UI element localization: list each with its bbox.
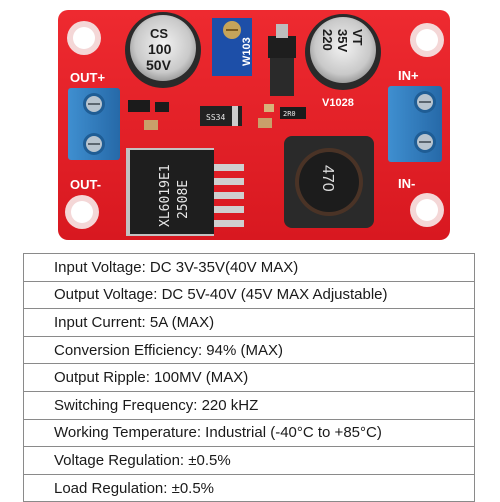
- table-row: Output Voltage: DC 5V-40V (45V MAX Adjus…: [23, 280, 475, 310]
- svg-text:470: 470: [319, 165, 336, 192]
- svg-text:W103: W103: [241, 37, 253, 66]
- table-row: Voltage Regulation: ±0.5%: [23, 446, 475, 475]
- svg-text:SS34: SS34: [206, 113, 225, 122]
- in-plus-label: IN+: [398, 68, 419, 83]
- resistor: 2R0: [280, 107, 306, 119]
- svg-text:CS: CS: [150, 26, 168, 41]
- inductor: 470: [284, 136, 374, 228]
- smd-resistor: [128, 100, 150, 112]
- diode: SS34: [200, 106, 242, 126]
- table-row: Conversion Efficiency: 94% (MAX): [23, 335, 475, 365]
- pcb-board-illustration: CS 100 50V VT 35V 220 W103 SS34 2R0: [58, 10, 450, 240]
- smd-capacitor: [144, 120, 158, 130]
- table-row: Input Voltage: DC 3V-35V(40V MAX): [23, 253, 475, 282]
- svg-text:50V: 50V: [146, 57, 172, 73]
- mounting-hole: [410, 193, 444, 227]
- capacitor-left: CS 100 50V: [125, 12, 201, 88]
- spec-input-current: Input Current: 5A (MAX): [23, 308, 475, 337]
- mounting-hole: [410, 23, 444, 57]
- spec-voltage-regulation: Voltage Regulation: ±0.5%: [23, 446, 475, 475]
- out-plus-label: OUT+: [70, 70, 105, 85]
- spec-output-voltage: Output Voltage: DC 5V-40V (45V MAX Adjus…: [23, 280, 475, 310]
- spec-input-voltage: Input Voltage: DC 3V-35V(40V MAX): [23, 253, 475, 282]
- table-row: Load Regulation: ±0.5%: [23, 473, 475, 502]
- table-row: Input Current: 5A (MAX): [23, 308, 475, 337]
- smd-resistor: [155, 102, 169, 112]
- svg-text:35V: 35V: [335, 29, 350, 52]
- spec-switching-frequency: Switching Frequency: 220 kHZ: [23, 390, 475, 420]
- table-row: Working Temperature: Industrial (-40°C t…: [23, 418, 475, 448]
- svg-text:2508E: 2508E: [176, 180, 191, 219]
- spec-output-ripple: Output Ripple: 100MV (MAX): [23, 363, 475, 392]
- svg-text:220: 220: [320, 29, 335, 51]
- svg-text:2R0: 2R0: [283, 110, 296, 118]
- smd-capacitor: [264, 104, 274, 112]
- svg-text:VT: VT: [350, 29, 365, 46]
- terminal-block-right: [388, 86, 442, 162]
- capacitor-right: VT 35V 220: [305, 14, 381, 90]
- spec-load-regulation: Load Regulation: ±0.5%: [23, 473, 475, 502]
- smd-capacitor: [258, 118, 272, 128]
- spec-conversion-efficiency: Conversion Efficiency: 94% (MAX): [23, 335, 475, 365]
- mounting-hole: [67, 21, 101, 55]
- svg-text:100: 100: [148, 41, 172, 57]
- table-row: Output Ripple: 100MV (MAX): [23, 363, 475, 392]
- in-minus-label: IN-: [398, 176, 415, 191]
- svg-text:XL6019E1: XL6019E1: [158, 164, 173, 227]
- spec-working-temperature: Working Temperature: Industrial (-40°C t…: [23, 418, 475, 448]
- potentiometer: W103: [212, 18, 253, 76]
- product-photo: CS 100 50V VT 35V 220 W103 SS34 2R0: [0, 0, 500, 250]
- version-label: V1028: [322, 97, 354, 109]
- table-row: Switching Frequency: 220 kHZ: [23, 390, 475, 420]
- transistor: [268, 24, 296, 96]
- ic-chip: XL6019E1 2508E: [126, 148, 244, 236]
- out-minus-label: OUT-: [70, 177, 101, 192]
- mounting-hole: [65, 195, 99, 229]
- terminal-block-left: [68, 88, 120, 160]
- spec-table: Input Voltage: DC 3V-35V(40V MAX) Output…: [23, 253, 475, 502]
